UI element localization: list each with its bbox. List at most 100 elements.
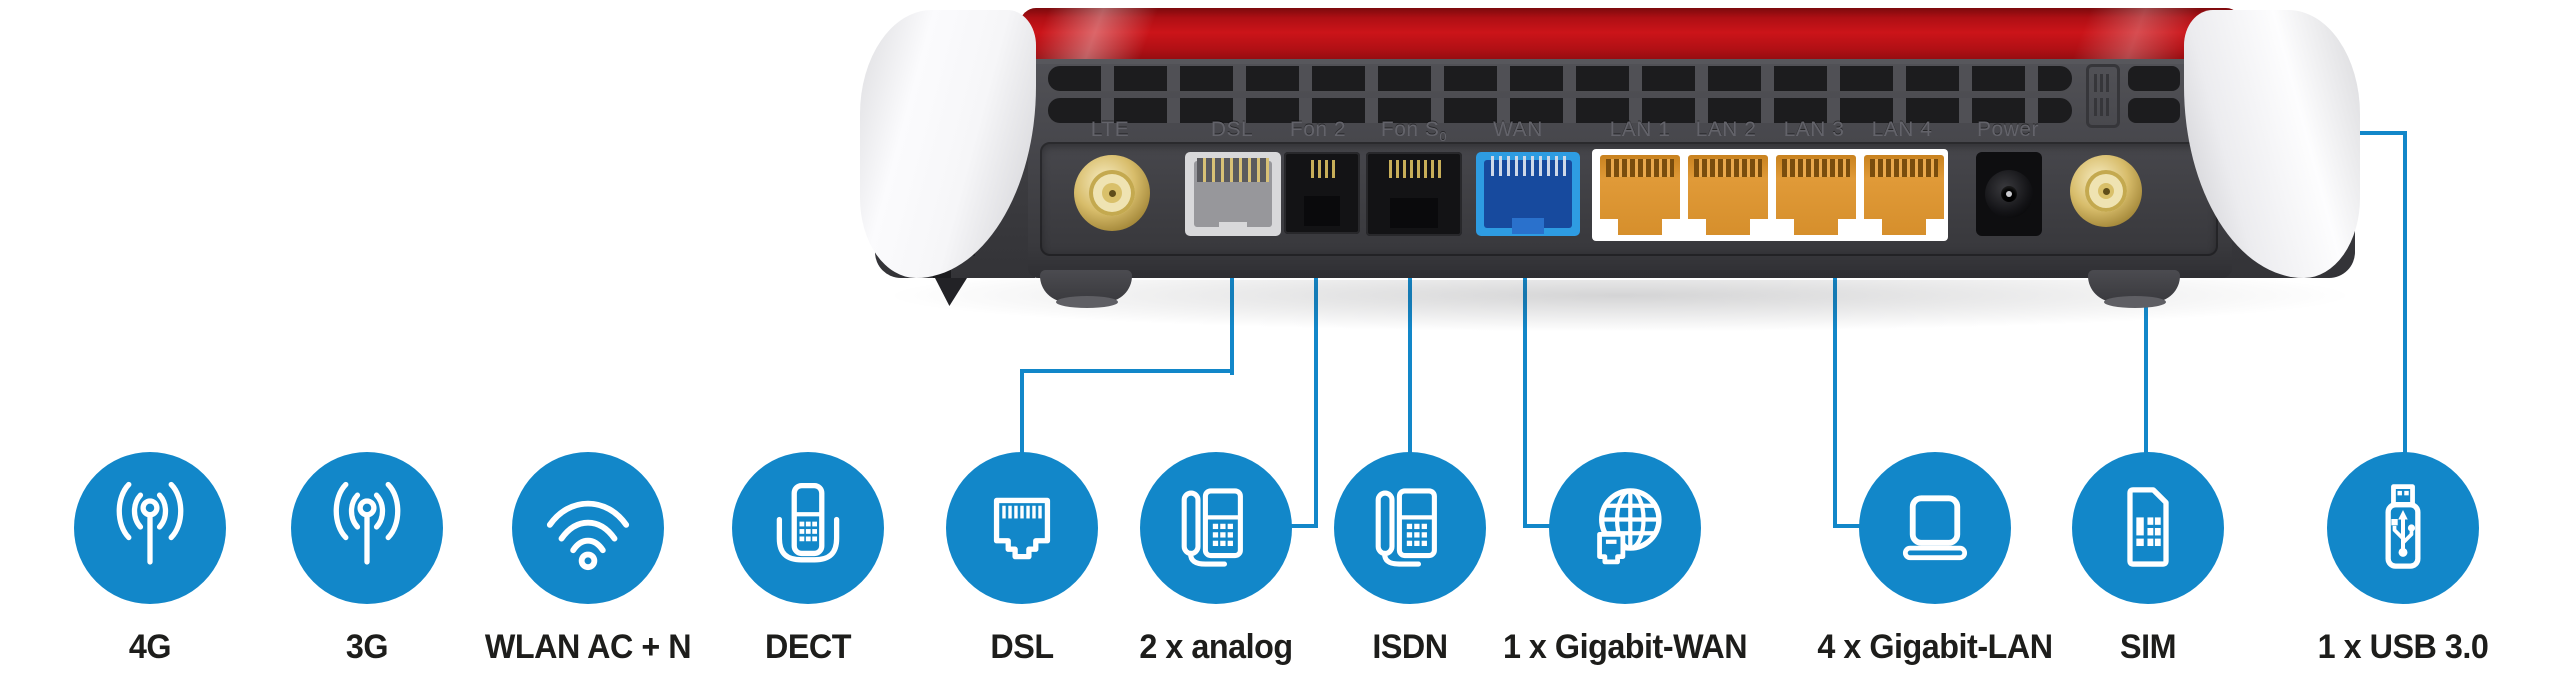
sim-emboss-contacts-top <box>2094 74 2112 92</box>
sim-slot-emboss <box>2086 64 2120 128</box>
feature-label: DECT <box>764 628 852 666</box>
wan-port-tab <box>1512 218 1544 234</box>
callout-line-dsl-vertical-from-port <box>1230 258 1234 375</box>
dsl-port-pins <box>1197 158 1269 182</box>
vent-row-lower <box>1048 98 2072 123</box>
lan-port-notch <box>1838 219 1856 235</box>
vent-slot-right-lower <box>2128 98 2180 123</box>
port-label-lan4: LAN 4 <box>1871 118 1933 141</box>
vent-slot-right-upper <box>2128 66 2180 91</box>
globe-network-icon <box>1597 488 1662 565</box>
fon2-port <box>1284 152 1360 234</box>
feature-wlan: WLAN AC + N <box>485 452 692 666</box>
callout-line-isdn-vertical <box>1408 258 1412 458</box>
lan-port-notch <box>1776 219 1794 235</box>
feature-circle <box>74 452 226 604</box>
feature-3g: 3G <box>291 452 443 666</box>
callout-line-wan-vertical <box>1523 258 1527 528</box>
lan-port-notch <box>1662 219 1680 235</box>
gloss-highlight-left <box>1023 8 1163 62</box>
callout-line-sim-vertical <box>2144 258 2148 458</box>
antenna-pin <box>1108 189 1116 197</box>
port-label-lan1: LAN 1 <box>1609 118 1671 141</box>
feature-label: 4 x Gigabit-LAN <box>1817 628 2053 666</box>
feature-gigabit-lan: 4 x Gigabit-LAN <box>1817 452 2053 666</box>
feature-analog: 2 x analog <box>1139 452 1293 666</box>
telephone-icon <box>1181 488 1243 567</box>
feature-usb: 1 x USB 3.0 <box>2318 452 2489 666</box>
feature-circle <box>1549 452 1701 604</box>
telephone-icon <box>1375 488 1437 567</box>
router-foot-pad-left <box>1056 296 1118 308</box>
feature-circle <box>1859 452 2011 604</box>
dsl-port <box>1185 152 1281 236</box>
feature-circle <box>1140 452 1292 604</box>
callout-line-usb-vertical <box>2403 131 2407 458</box>
fon-s0-port <box>1366 152 1462 236</box>
rj45-jack-icon <box>993 497 1051 560</box>
port-label-fon-s0: Fon S0 <box>1381 118 1447 144</box>
lan1-port <box>1600 155 1680 235</box>
wan-port <box>1476 152 1580 236</box>
callout-line-dsl-horizontal <box>1020 369 1234 373</box>
sim-card-icon <box>2127 487 2169 567</box>
wifi-icon <box>546 500 630 571</box>
feature-circle <box>2072 452 2224 604</box>
port-label-wan: WAN <box>1493 118 1543 141</box>
feature-dect: DECT <box>732 452 884 666</box>
lan2-port <box>1688 155 1768 235</box>
feature-label: DSL <box>990 628 1054 666</box>
feature-circle <box>1334 452 1486 604</box>
lte-antenna-connector <box>1074 155 1150 231</box>
feature-4g: 4G <box>74 452 226 666</box>
right-antenna-connector <box>2070 155 2142 227</box>
callout-line-lan-vertical <box>1833 258 1837 528</box>
feature-circle <box>732 452 884 604</box>
port-label-lan3: LAN 3 <box>1783 118 1845 141</box>
lan1-port-pins <box>1606 159 1674 177</box>
router-red-top <box>1020 8 2242 62</box>
fon-s0-port-slot <box>1390 198 1438 228</box>
antenna-pin <box>2102 187 2110 195</box>
lan4-port <box>1864 155 1944 235</box>
lan-port-notch <box>1600 219 1618 235</box>
callout-line-lan-horizontal <box>1835 524 1867 528</box>
lan-port-notch <box>1864 219 1882 235</box>
sim-emboss-contacts-bottom <box>2094 98 2112 116</box>
port-label-dsl: DSL <box>1210 118 1254 141</box>
feature-isdn: ISDN <box>1334 452 1486 666</box>
feature-label: SIM <box>2119 628 2177 666</box>
feature-circle <box>291 452 443 604</box>
fon-s0-port-pins <box>1385 160 1443 178</box>
fon2-port-slot <box>1304 196 1340 226</box>
lan3-port <box>1776 155 1856 235</box>
feature-circle <box>2327 452 2479 604</box>
router-hinge-strip <box>1028 59 2232 68</box>
laptop-icon <box>1902 495 1968 561</box>
lan4-port-pins <box>1870 159 1938 177</box>
lan3-port-pins <box>1782 159 1850 177</box>
lan2-port-pins <box>1694 159 1762 177</box>
fon2-port-pins <box>1307 160 1337 178</box>
feature-circle <box>946 452 1098 604</box>
feature-label: WLAN AC + N <box>484 628 692 666</box>
feature-label: 4G <box>128 628 172 666</box>
feature-gigabit-wan: 1 x Gigabit-WAN <box>1503 452 1748 666</box>
feature-circle <box>512 452 664 604</box>
port-label-fon-s0-sub: 0 <box>1439 129 1448 145</box>
feature-label: ISDN <box>1372 628 1448 666</box>
router-foot-pad-right <box>2104 296 2166 308</box>
cellular-antenna-icon <box>116 481 184 565</box>
dsl-port-tab <box>1219 222 1247 236</box>
usb-stick-icon <box>2385 484 2421 569</box>
feature-label: 1 x USB 3.0 <box>2317 628 2489 666</box>
callout-line-analog-vertical <box>1314 258 1318 528</box>
lan-port-notch <box>1926 219 1944 235</box>
vent-row-upper <box>1048 66 2072 91</box>
dect-handset-icon <box>776 482 840 563</box>
callout-line-analog-horizontal <box>1282 524 1318 528</box>
cellular-antenna-icon <box>333 481 401 565</box>
port-label-lan2: LAN 2 <box>1695 118 1757 141</box>
port-label-lte: LTE <box>1090 118 1130 141</box>
feature-sim: SIM <box>2072 452 2224 666</box>
